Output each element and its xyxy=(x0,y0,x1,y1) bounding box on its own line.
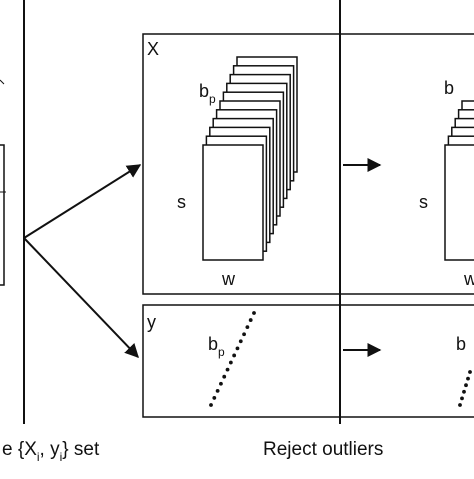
set-caption-suffix: } set xyxy=(62,439,100,460)
y-dot xyxy=(212,396,217,400)
x-box-label: X xyxy=(147,39,159,59)
y-dot xyxy=(215,388,220,393)
x-box xyxy=(142,33,474,295)
s-label-right: s xyxy=(419,192,428,212)
y-dot xyxy=(219,381,223,386)
b-lower-sub: p xyxy=(218,345,225,359)
arrow-to-x-box xyxy=(23,164,142,239)
b-lower-right-label: b xyxy=(456,334,466,354)
w-label-right: w xyxy=(463,269,474,289)
arrow-to-y-box xyxy=(23,237,139,359)
y-dot xyxy=(248,318,253,322)
b-label-right: b xyxy=(444,78,454,98)
layer-stack-filtered xyxy=(444,100,474,261)
dotted-line-y-filtered xyxy=(458,370,472,407)
layer-stack xyxy=(202,56,298,261)
set-caption-sub2: i xyxy=(60,450,63,464)
y-dot xyxy=(232,353,237,358)
set-caption: e {Xi, yi} set xyxy=(2,439,100,464)
y-right-dot xyxy=(458,403,462,407)
y-right-dot xyxy=(468,370,472,374)
y-right-dot xyxy=(466,376,470,381)
b-lower-label: bp xyxy=(208,334,225,359)
stack-right-layer xyxy=(444,144,474,261)
set-caption-sub1: i xyxy=(37,450,40,464)
y-right-dot xyxy=(462,389,466,394)
y-dot xyxy=(222,374,227,379)
b-lower-main: b xyxy=(208,334,218,354)
y-dot xyxy=(225,367,230,372)
y-dot xyxy=(252,311,256,315)
b-label-sub: p xyxy=(209,92,216,106)
y-dot xyxy=(238,339,243,344)
set-caption-prefix: e {X xyxy=(2,439,37,460)
reject-caption: Reject outliers xyxy=(263,439,383,460)
stack-layer xyxy=(202,144,264,261)
w-label: w xyxy=(221,269,236,289)
y-dot xyxy=(245,325,250,330)
y-right-dot xyxy=(464,383,468,388)
dotted-line-y xyxy=(209,311,256,407)
set-caption-mid: , y xyxy=(40,439,61,460)
s-label: s xyxy=(177,192,186,212)
y-box xyxy=(142,304,474,418)
y-dot xyxy=(242,332,246,337)
y-dot xyxy=(209,403,213,407)
left-input-tick-top xyxy=(0,79,5,85)
y-box-label: y xyxy=(147,312,156,332)
b-label: bp xyxy=(199,81,216,106)
y-dot xyxy=(235,346,240,351)
y-right-dot xyxy=(460,396,464,401)
left-input-box xyxy=(0,144,5,286)
y-dot xyxy=(228,360,233,365)
b-label-main: b xyxy=(199,81,209,101)
